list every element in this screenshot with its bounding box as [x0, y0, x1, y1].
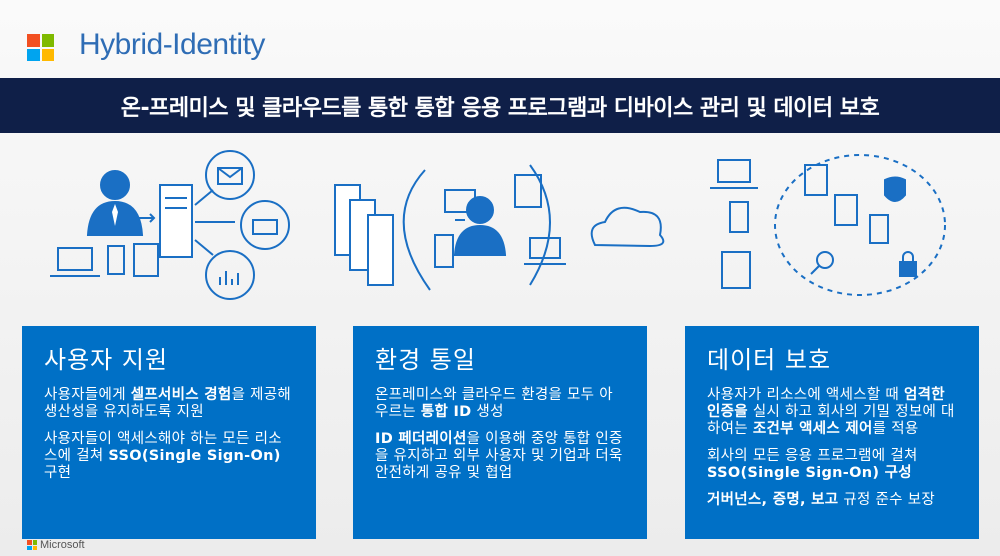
- panel-text: 사용자들이 액세스해야 하는 모든 리소스에 걸쳐 SSO(Single Sig…: [44, 431, 294, 482]
- panel-title: 환경 통일: [375, 346, 476, 374]
- panel-data-protection: 데이터 보호 사용자가 리소스에 액세스할 때 엄격한 인증을 실시 하고 회사…: [685, 326, 979, 539]
- windows-logo: [27, 34, 54, 61]
- server-stack-icon: [334, 184, 394, 286]
- text-segment: 회사의 모든 응용 프로그램에 걸쳐: [707, 448, 918, 464]
- panel-text: 사용자가 리소스에 액세스할 때 엄격한 인증을 실시 하고 회사의 기밀 정보…: [707, 387, 957, 438]
- microsoft-logo-icon: [27, 540, 37, 550]
- laptop-icon: [50, 247, 100, 277]
- text-segment-bold: 거버넌스, 증명, 보고: [707, 492, 839, 508]
- panel-title: 데이터 보호: [707, 346, 832, 374]
- server-mail-icon: [205, 150, 255, 200]
- document-icon: [834, 194, 858, 226]
- text-segment-bold: 엄격한 인증을: [707, 387, 945, 420]
- panel-text: 회사의 모든 응용 프로그램에 걸쳐 SSO(Single Sign-On) 구…: [707, 448, 957, 482]
- unified-environment-illustration: [334, 164, 665, 291]
- cloud-icon: [590, 206, 665, 248]
- chart-icon: [205, 250, 255, 300]
- tablet-icon: [514, 174, 542, 208]
- text-segment-bold: SSO(Single Sign-On) 구성: [707, 465, 912, 481]
- panel-text: 거버넌스, 증명, 보고 규정 준수 보장: [707, 492, 957, 509]
- panel-unified-environment: 환경 통일 온프레미스와 클라우드 환경을 모두 아우르는 통합 ID 생성 I…: [353, 326, 647, 539]
- text-segment: 온프레미스와 클라우드 환경을 모두 아우르는: [375, 387, 613, 420]
- user-support-illustration: [50, 150, 290, 300]
- arrow-icon: [138, 213, 156, 223]
- sync-arrow-icon: [529, 164, 551, 286]
- panel-text: 온프레미스와 클라우드 환경을 모두 아우르는 통합 ID 생성: [375, 387, 625, 421]
- phone-icon: [729, 201, 749, 233]
- text-segment: 사용자들에게: [44, 387, 131, 403]
- banner-heading: 온-프레미스 및 클라우드를 통한 통합 응용 프로그램과 디바이스 관리 및 …: [0, 78, 1000, 133]
- text-segment-bold: 셀프서비스 경험: [130, 387, 232, 403]
- panel-text: ID 페더레이션을 이용해 중앙 통합 인증을 유지하고 외부 사용자 및 기업…: [375, 431, 625, 482]
- user-icon: [86, 170, 144, 236]
- document-icon: [804, 164, 828, 196]
- text-segment: 을 이용해 중앙 통합 인증을 유지하고 외부 사용자 및 기업과 더욱 안전하…: [375, 431, 623, 481]
- server-icon: [159, 184, 193, 258]
- laptop-icon: [710, 159, 758, 189]
- arrow-icon: [194, 189, 235, 256]
- folder-icon: [240, 200, 290, 250]
- text-segment-bold: 통합 ID: [420, 404, 472, 420]
- sync-arrow-icon: [402, 169, 431, 291]
- phone-icon: [107, 245, 125, 275]
- text-segment: 사용자가 리소스에 액세스할 때: [707, 387, 904, 403]
- text-segment: 구현: [44, 465, 72, 481]
- text-segment: 을 제공해 생산성을 유지하도록 지원: [44, 387, 292, 420]
- tablet-icon: [721, 251, 751, 289]
- text-segment: 사용자들이 액세스해야 하는 모든 리소스에 걸쳐: [44, 431, 282, 464]
- text-segment: 를 적용: [872, 421, 919, 437]
- laptop-icon: [524, 237, 566, 265]
- text-segment: 생성: [471, 404, 504, 420]
- panel-text: 사용자들에게 셀프서비스 경험을 제공해 생산성을 유지하도록 지원: [44, 387, 294, 421]
- data-protection-illustration: [710, 154, 946, 296]
- lock-icon: [899, 251, 917, 277]
- text-segment: 실시 하고 회사의 기밀 정보에 대하여는: [707, 404, 955, 437]
- footer-brand: Microsoft: [40, 539, 85, 551]
- text-segment-bold: SSO(Single Sign-On): [108, 448, 281, 464]
- server-icon: [869, 214, 889, 244]
- tablet-icon: [133, 243, 159, 277]
- panel-title: 사용자 지원: [44, 346, 169, 374]
- page-title: Hybrid-Identity: [79, 28, 265, 61]
- text-segment-bold: 조건부 액세스 제어: [752, 421, 873, 437]
- shield-icon: [884, 176, 906, 202]
- panel-user-support: 사용자 지원 사용자들에게 셀프서비스 경험을 제공해 생산성을 유지하도록 지…: [22, 326, 316, 539]
- text-segment-bold: ID 페더레이션: [375, 431, 467, 447]
- phone-icon: [434, 234, 454, 268]
- protection-boundary: [774, 154, 946, 296]
- text-segment: 규정 준수 보장: [838, 492, 936, 508]
- microsoft-footer-logo: Microsoft: [27, 539, 85, 551]
- user-icon: [453, 196, 507, 256]
- search-icon: [810, 251, 834, 275]
